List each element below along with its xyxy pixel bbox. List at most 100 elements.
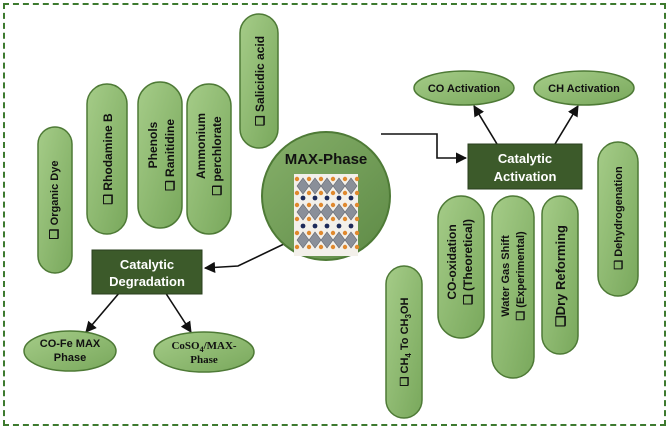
atom-a	[318, 202, 324, 208]
activation-title-1: Catalytic	[498, 151, 552, 166]
atom-a	[354, 202, 360, 208]
atom-b	[336, 223, 342, 229]
water-gas-shift-sub-label: ❑ (Experimental)	[515, 231, 527, 321]
coso4-line1: CoSO4/MAX-	[171, 340, 236, 354]
max-phase-node: MAX-Phase	[261, 131, 391, 261]
atom-a	[330, 190, 336, 196]
atom-a	[354, 190, 360, 196]
atom-a	[294, 244, 300, 250]
activation-title-2: Activation	[494, 169, 557, 184]
atom-a	[354, 244, 360, 250]
atom-a	[294, 176, 300, 182]
atom-b	[324, 195, 330, 201]
atom-a	[306, 202, 312, 208]
atom-a	[318, 190, 324, 196]
phenols-label: Phenols	[146, 121, 160, 168]
pill-water-gas-shift: Water Gas Shift ❑ (Experimental)	[491, 195, 535, 379]
atom-a	[294, 230, 300, 236]
atom-a	[330, 176, 336, 182]
ammonium-label: Ammonium	[194, 113, 208, 179]
atom-b	[336, 195, 342, 201]
co-fe-line2: Phase	[54, 352, 86, 364]
atom-a	[342, 216, 348, 222]
pill-dry-reforming: ❑Dry Reforming	[541, 195, 579, 355]
pill-ch-activation: CH Activation	[533, 70, 635, 106]
atom-a	[318, 230, 324, 236]
degradation-title-2: Degradation	[109, 274, 185, 289]
atom-a	[318, 244, 324, 250]
coso4-line2: Phase	[190, 354, 218, 366]
pill-co-fe-max-phase: CO-Fe MAX Phase	[23, 330, 117, 372]
atom-b	[348, 223, 354, 229]
arrow-activation-to-co	[473, 105, 498, 145]
atom-a	[294, 202, 300, 208]
atom-a	[354, 216, 360, 222]
perchlorate-label: ❑ perchlorate	[210, 116, 224, 196]
pill-co-activation: CO Activation	[413, 70, 515, 106]
atom-a	[306, 216, 312, 222]
atom-a	[318, 176, 324, 182]
pill-organic-dye: ❑ Organic Dye	[37, 126, 73, 274]
dehydrogenation-label: ❑ Dehydrogenation	[613, 166, 625, 270]
atom-a	[330, 244, 336, 250]
arrow-degradation-to-coso4	[164, 291, 192, 333]
pill-coso4-max-phase: CoSO4/MAX- Phase	[153, 331, 255, 373]
co-fe-line1: CO-Fe MAX	[40, 338, 101, 350]
pill-salicidic-acid: ❑ Salicidic acid	[239, 13, 279, 149]
ch4-to-ch3oh-label: ❑ CH4 To CH3OH	[399, 298, 413, 387]
ranitidine-label: ❑ Ranitidine	[163, 119, 177, 191]
atom-b	[324, 223, 330, 229]
atom-a	[342, 230, 348, 236]
atom-a	[342, 190, 348, 196]
atom-a	[330, 216, 336, 222]
atom-a	[306, 176, 312, 182]
salicidic-acid-label: ❑ Salicidic acid	[253, 36, 267, 126]
atom-a	[294, 216, 300, 222]
atom-a	[306, 244, 312, 250]
atom-a	[342, 202, 348, 208]
pill-co-oxidation: CO-oxidation ❑ (Theoretical)	[437, 195, 485, 339]
arrow-degradation-to-cofe	[85, 291, 121, 333]
dashed-frame	[3, 3, 666, 426]
rhodamine-b-label: ❑ Rhodamine B	[101, 113, 115, 205]
co-oxidation-sub-label: ❑ (Theoretical)	[461, 219, 475, 305]
co-activation-label: CO Activation	[428, 83, 501, 95]
catalytic-degradation-box: Catalytic Degradation	[91, 249, 203, 295]
water-gas-shift-label: Water Gas Shift	[500, 235, 512, 317]
pill-dehydrogenation: ❑ Dehydrogenation	[597, 141, 639, 297]
atom-a	[306, 230, 312, 236]
pill-ch4-to-ch3oh: ❑ CH4 To CH3OH	[385, 265, 423, 419]
atom-a	[342, 244, 348, 250]
atom-a	[354, 230, 360, 236]
ch-activation-label: CH Activation	[548, 83, 620, 95]
crystal-structure-image	[294, 174, 360, 256]
atom-a	[342, 176, 348, 182]
octahedron-shape	[344, 231, 358, 249]
atom-a	[330, 202, 336, 208]
atom-b	[312, 195, 318, 201]
pill-rhodamine-b: ❑ Rhodamine B	[86, 83, 128, 235]
dry-reforming-label: ❑Dry Reforming	[553, 225, 568, 327]
connectors	[85, 105, 579, 333]
octahedron-shape	[344, 203, 358, 221]
atom-a	[354, 176, 360, 182]
organic-dye-label: ❑ Organic Dye	[47, 161, 61, 240]
atom-b	[348, 195, 354, 201]
degradation-title-1: Catalytic	[120, 257, 174, 272]
atom-a	[294, 190, 300, 196]
arrow-activation-to-ch	[554, 105, 579, 145]
arrow-center-to-activation	[381, 133, 468, 164]
atom-a	[306, 190, 312, 196]
pill-phenols-ranitidine: Phenols ❑ Ranitidine	[137, 81, 183, 229]
max-phase-label: MAX-Phase	[285, 151, 368, 168]
pill-ammonium-perchlorate: Ammonium ❑ perchlorate	[186, 83, 232, 235]
atom-b	[300, 223, 306, 229]
atom-b	[300, 195, 306, 201]
atom-a	[330, 230, 336, 236]
octahedron-shape	[344, 177, 358, 195]
atom-a	[318, 216, 324, 222]
co-oxidation-label: CO-oxidation	[445, 224, 459, 299]
atom-b	[312, 223, 318, 229]
catalytic-activation-box: Catalytic Activation	[467, 143, 583, 190]
